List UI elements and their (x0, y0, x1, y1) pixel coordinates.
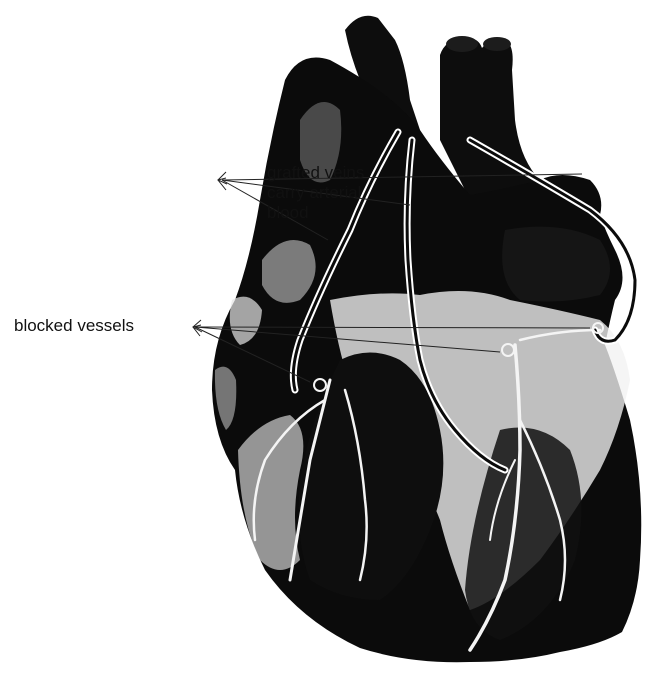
auricle (502, 227, 610, 302)
vessel-opening-1 (446, 36, 478, 52)
grafted-veins-label-line3: blood (267, 203, 364, 223)
grafted-veins-label-line2: carry arterial (267, 183, 364, 203)
grafted-arrowheads (218, 172, 227, 190)
heart-body (212, 58, 641, 663)
grafted-veins-label: grafted veins carry arterial blood (267, 163, 364, 223)
vessel-opening-2 (483, 37, 511, 51)
blocked-vessels-label: blocked vessels (14, 316, 134, 336)
grafted-veins-label-line1: grafted veins (267, 163, 364, 183)
